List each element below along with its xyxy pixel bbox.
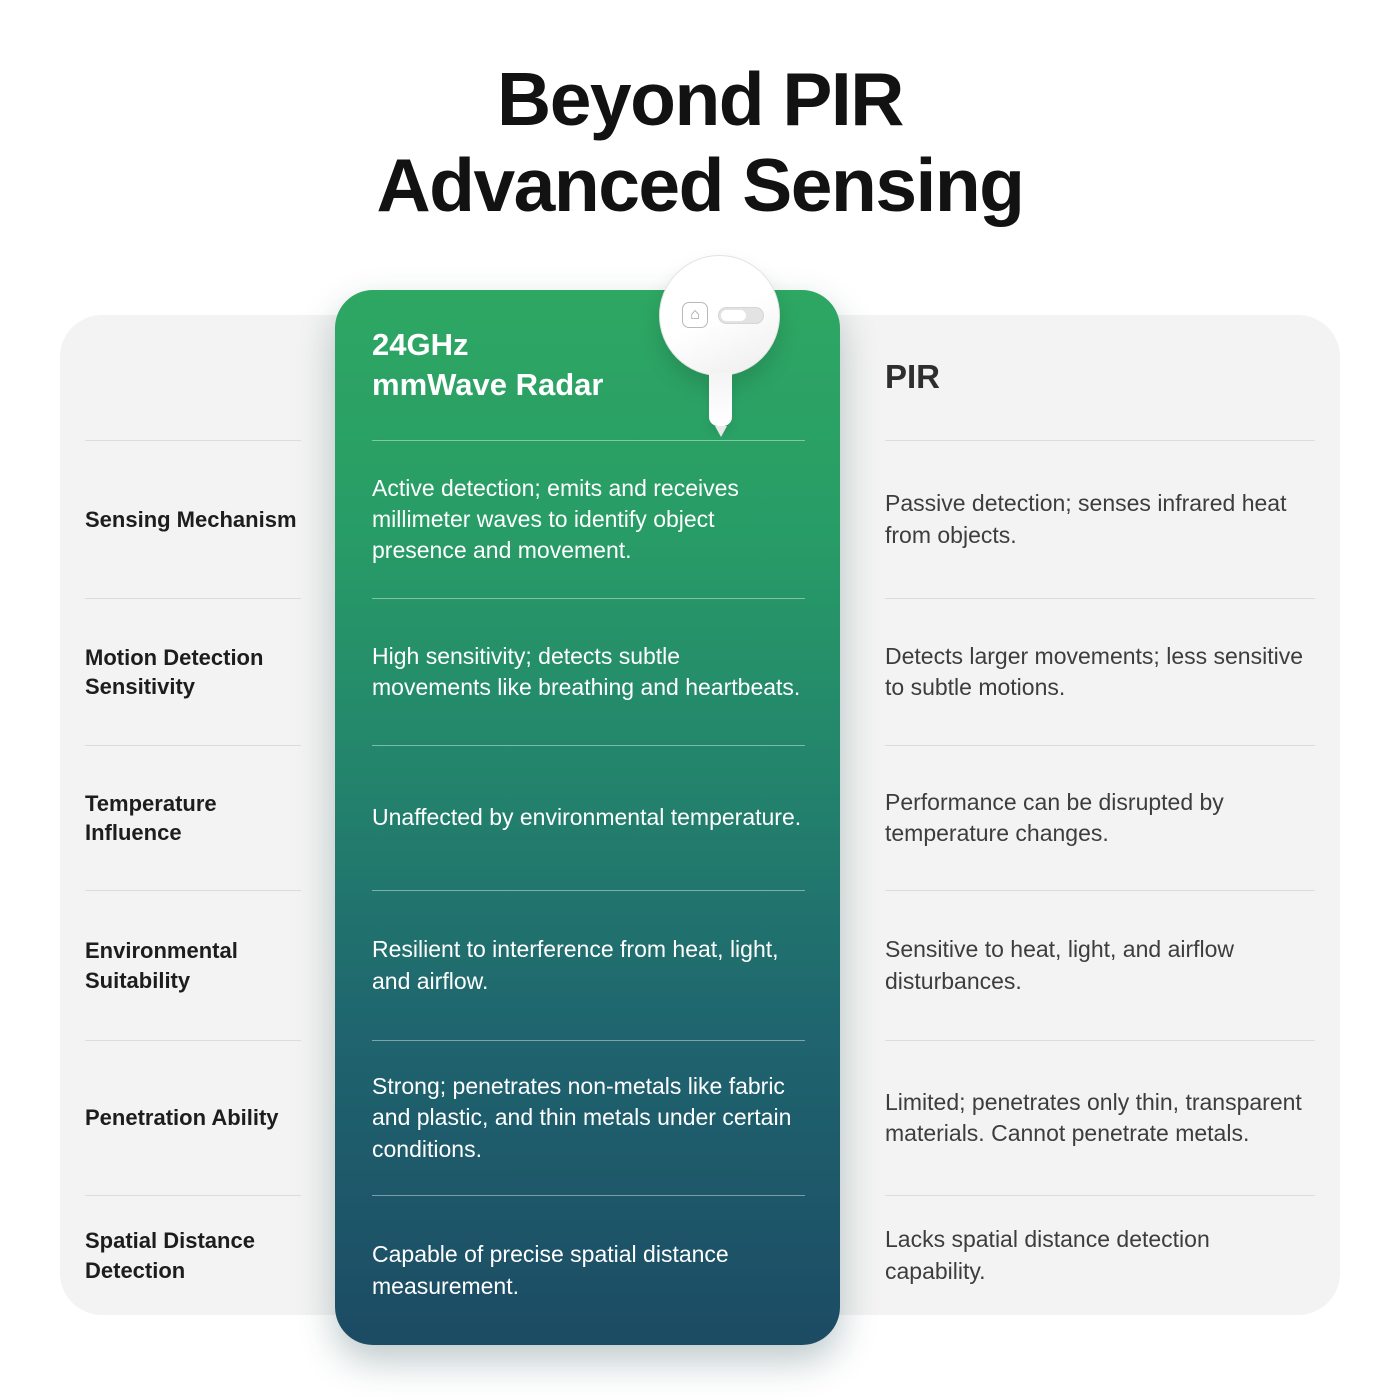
row-label-text: Penetration Ability (85, 1105, 279, 1131)
pir-column-header: PIR (885, 315, 1315, 440)
page-title-line1: Beyond PIR (497, 57, 904, 141)
pir-cell-text: Performance can be disrupted by temperat… (885, 788, 1224, 846)
pir-cell-text: Lacks spatial distance detection capabil… (885, 1226, 1210, 1284)
radar-cell-environmental-suitability: Resilient to interference from heat, lig… (372, 890, 805, 1040)
row-label-penetration-ability: Penetration Ability (85, 1040, 301, 1195)
radar-cell-text: High sensitivity; detects subtle movemen… (372, 642, 801, 700)
pir-cell-environmental-suitability: Sensitive to heat, light, and airflow di… (885, 890, 1315, 1040)
radar-column-header: 24GHz mmWave Radar (372, 290, 805, 440)
sensor-cable-tip (715, 426, 727, 437)
radar-cell-text: Unaffected by environmental temperature. (372, 804, 802, 831)
pir-cell-text: Detects larger movements; less sensitive… (885, 642, 1303, 700)
radar-cell-text: Resilient to interference from heat, lig… (372, 936, 779, 994)
row-label-environmental-suitability: Environmental Suitability (85, 890, 301, 1040)
radar-header-line2: mmWave Radar (372, 367, 604, 402)
row-label-text: Motion Detection Sensitivity (85, 644, 264, 699)
home-icon: ⌂ (682, 302, 708, 328)
radar-cell-sensing-mechanism: Active detection; emits and receives mil… (372, 440, 805, 598)
pir-cell-spatial-distance: Lacks spatial distance detection capabil… (885, 1195, 1315, 1315)
pir-column: PIR Passive detection; senses infrared h… (885, 315, 1315, 1315)
pir-cell-sensing-mechanism: Passive detection; senses infrared heat … (885, 440, 1315, 598)
row-label-spatial-distance-detection: Spatial Distance Detection (85, 1195, 301, 1315)
row-label-text: Temperature Influence (85, 790, 217, 845)
toggle-pill-icon (718, 307, 764, 324)
radar-cell-text: Active detection; emits and receives mil… (372, 474, 739, 564)
pir-header-text: PIR (885, 358, 941, 396)
row-label-text: Spatial Distance Detection (85, 1228, 255, 1283)
radar-cell-text: Strong; penetrates non-metals like fabri… (372, 1073, 792, 1162)
row-label-text: Sensing Mechanism (85, 506, 297, 532)
labels-header-spacer (85, 315, 301, 440)
pir-cell-motion-detection: Detects larger movements; less sensitive… (885, 598, 1315, 745)
radar-header-line1: 24GHz (372, 327, 469, 363)
radar-cell-spatial-distance: Capable of precise spatial distance meas… (372, 1195, 805, 1345)
radar-cell-temperature-influence: Unaffected by environmental temperature. (372, 745, 805, 890)
toggle-thumb-icon (721, 310, 746, 321)
radar-cell-motion-detection: High sensitivity; detects subtle movemen… (372, 598, 805, 745)
sensor-disc: ⌂ (659, 255, 780, 376)
pir-cell-temperature-influence: Performance can be disrupted by temperat… (885, 745, 1315, 890)
sensor-cable (709, 372, 732, 426)
row-label-text: Environmental Suitability (85, 938, 238, 993)
row-label-motion-detection-sensitivity: Motion Detection Sensitivity (85, 598, 301, 745)
page-title: Beyond PIR Advanced Sensing (0, 56, 1400, 229)
radar-cell-text: Capable of precise spatial distance meas… (372, 1241, 729, 1299)
page-title-line2: Advanced Sensing (376, 143, 1025, 228)
pir-cell-text: Sensitive to heat, light, and airflow di… (885, 936, 1235, 994)
row-labels-column: Sensing Mechanism Motion Detection Sensi… (85, 315, 301, 1315)
pir-cell-text: Passive detection; senses infrared heat … (885, 490, 1287, 548)
pir-cell-penetration-ability: Limited; penetrates only thin, transpare… (885, 1040, 1315, 1195)
pir-cell-text: Limited; penetrates only thin, transpare… (885, 1088, 1302, 1146)
mmwave-sensor-device: ⌂ (659, 255, 784, 445)
row-label-sensing-mechanism: Sensing Mechanism (85, 440, 301, 598)
radar-column: 24GHz mmWave Radar Active detection; emi… (335, 290, 840, 1345)
row-label-temperature-influence: Temperature Influence (85, 745, 301, 890)
radar-column-content: 24GHz mmWave Radar Active detection; emi… (372, 290, 805, 1345)
radar-cell-penetration-ability: Strong; penetrates non-metals like fabri… (372, 1040, 805, 1195)
